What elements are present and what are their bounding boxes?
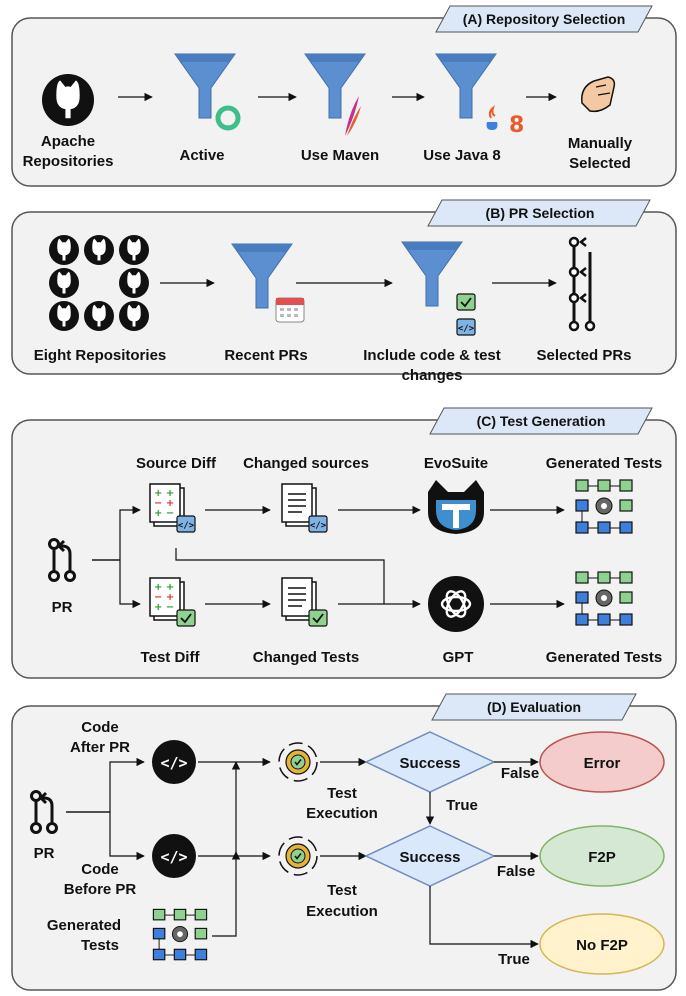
calendar-icon (275, 297, 305, 323)
recent-prs-label: Recent PRs (224, 347, 307, 364)
arrow-d-gen-up (212, 761, 241, 937)
generated-tests-icon (575, 479, 633, 534)
check-badge-icon (176, 609, 196, 627)
pr-label: PR (34, 845, 55, 862)
active-label: Active (179, 147, 224, 164)
section-b-panel (11, 211, 677, 375)
code-before-label-1: Code (81, 861, 119, 878)
code-badge-icon (176, 515, 196, 533)
no-f2p-label: No F2P (576, 937, 628, 954)
section-c-title: (C) Test Generation (477, 413, 606, 429)
line-c-src-gpt (175, 548, 385, 604)
include-label-2: changes (402, 367, 463, 384)
include-label-1: Include code & test (363, 347, 501, 364)
section-b-title: (B) PR Selection (486, 205, 595, 221)
eight-repos-label: Eight Repositories (34, 347, 167, 364)
arrow-d-pr-before (66, 811, 145, 861)
test-exec-2-label-1: Test (327, 882, 357, 899)
gpt-label: GPT (443, 649, 474, 666)
false-1-label: False (501, 765, 539, 782)
code-before-label-2: Before PR (64, 881, 137, 898)
code-after-label-2: After PR (70, 739, 130, 756)
true-2-label: True (498, 951, 530, 968)
section-c: (C) Test Generation PR Source Diff Test … (11, 407, 677, 679)
changed-sources-label: Changed sources (243, 455, 369, 472)
github-icon (42, 74, 94, 126)
generated-tests-icon (575, 571, 633, 626)
test-exec-1-label-2: Execution (306, 805, 378, 822)
test-diff-label: Test Diff (141, 649, 201, 666)
svg-text:8: 8 (509, 113, 524, 138)
code-before-icon (152, 834, 196, 878)
decision-2-label: Success (400, 849, 461, 866)
manual-label-2: Selected (569, 155, 631, 172)
arrow-d-dec2-nof2p (429, 886, 539, 949)
section-b: (B) PR Selection Eight Repositories Rece… (11, 199, 677, 384)
f2p-label: F2P (588, 849, 616, 866)
code-after-icon (152, 740, 196, 784)
section-d-title-tab (431, 693, 637, 721)
error-node (539, 731, 665, 793)
selected-prs-icon (568, 236, 596, 332)
test-exec-1-label-1: Test (327, 785, 357, 802)
section-b-title-tab (427, 199, 651, 227)
generated-tests-bottom-label: Generated Tests (546, 649, 662, 666)
code-badge-icon (456, 318, 476, 336)
f2p-node (539, 825, 665, 887)
section-a-title-tab (435, 5, 653, 33)
refresh-icon (215, 105, 241, 131)
generated-label-2: Tests (81, 937, 119, 954)
java-icon: 8 (486, 105, 524, 138)
generated-tests-icon (152, 908, 208, 961)
section-d: (D) Evaluation Code After PR PR Code Bef… (11, 693, 677, 991)
maven-label: Use Maven (301, 147, 379, 164)
changed-tests-label: Changed Tests (253, 649, 359, 666)
java-label: Use Java 8 (423, 147, 501, 164)
decision-1-label: Success (400, 755, 461, 772)
evosuite-icon (428, 480, 484, 534)
apache-label-1: Apache (41, 133, 95, 150)
pr-label: PR (52, 599, 73, 616)
false-2-label: False (497, 863, 535, 880)
section-a-panel (11, 17, 677, 187)
maven-feather-icon (345, 96, 361, 136)
gpt-icon (428, 576, 484, 632)
check-badge-icon (456, 293, 476, 311)
true-1-label: True (446, 797, 478, 814)
evosuite-label: EvoSuite (424, 455, 488, 472)
manual-label-1: Manually (568, 135, 633, 152)
section-a: (A) Repository Selection Apache Reposito… (11, 5, 677, 187)
error-label: Error (584, 755, 621, 772)
check-badge-icon (308, 609, 328, 627)
arrow-c-pr-test (92, 559, 141, 609)
code-badge-icon (308, 515, 328, 533)
generated-tests-top-label: Generated Tests (546, 455, 662, 472)
code-after-label-1: Code (81, 719, 119, 736)
hand-pick-icon (581, 76, 616, 113)
test-exec-2-label-2: Execution (306, 903, 378, 920)
apache-label-2: Repositories (23, 153, 114, 170)
section-c-title-tab (429, 407, 653, 435)
section-d-title: (D) Evaluation (487, 699, 581, 715)
selected-prs-label: Selected PRs (536, 347, 631, 364)
no-f2p-node (539, 913, 665, 975)
source-diff-label: Source Diff (136, 455, 217, 472)
generated-label-1: Generated (47, 917, 121, 934)
section-a-title: (A) Repository Selection (463, 11, 626, 27)
